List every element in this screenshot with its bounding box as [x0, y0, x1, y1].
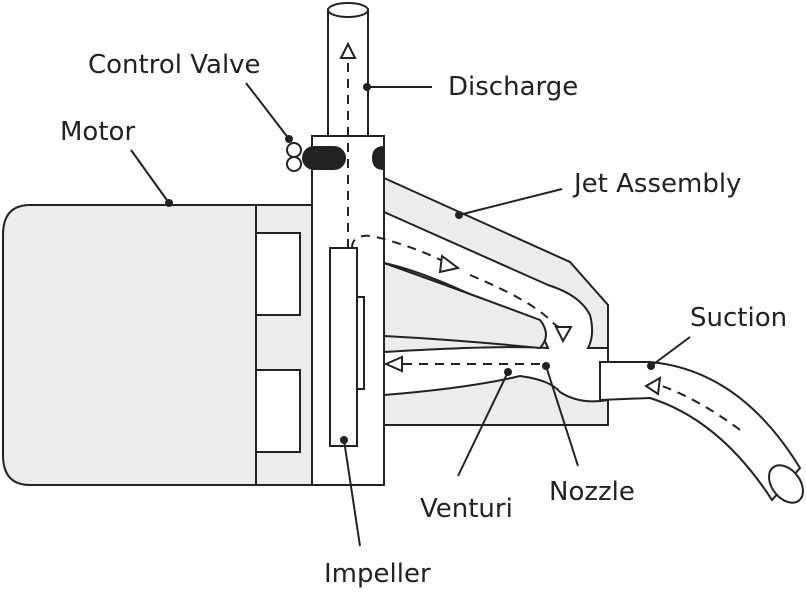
motor-vent-bottom [255, 369, 301, 453]
impeller-hub [356, 296, 365, 390]
discharge-flow-arrow [339, 41, 357, 59]
leader-control-valve [245, 82, 290, 140]
leader-impeller [343, 439, 361, 547]
leader-dot-jet-assembly [455, 211, 463, 219]
leader-dot-discharge [363, 83, 371, 91]
jet-assembly [383, 176, 609, 426]
leader-venturi [457, 371, 509, 477]
label-suction: Suction [690, 303, 787, 333]
control-valve-seal-right [372, 146, 384, 170]
leader-jet-assembly [458, 188, 563, 216]
leader-dot-control-valve [285, 135, 293, 143]
leader-dot-suction [647, 362, 655, 370]
motor-housing [2, 204, 257, 486]
leader-dot-motor [165, 199, 173, 207]
control-valve [286, 142, 384, 172]
venturi-wedge [383, 261, 547, 350]
label-jet-assembly: Jet Assembly [572, 169, 741, 199]
discharge-pipe-opening [327, 2, 369, 18]
suction-hose [599, 361, 804, 504]
suction-flow-arrow [644, 376, 662, 396]
control-valve-seal-left [302, 146, 346, 170]
jet-flow-arrow-1 [438, 254, 461, 274]
discharge-pipe [327, 2, 369, 137]
leader-nozzle [545, 365, 579, 467]
impeller [329, 247, 358, 447]
suction-hose-body [599, 361, 802, 502]
suction-flow-line [661, 385, 741, 431]
label-impeller: Impeller [324, 559, 431, 589]
labels: Control Valve Discharge Motor Jet Assemb… [60, 50, 787, 589]
label-discharge: Discharge [448, 72, 578, 102]
jet-flow-line-1 [351, 234, 446, 263]
leader-dot-impeller [340, 436, 348, 444]
label-venturi: Venturi [420, 494, 513, 524]
label-motor: Motor [60, 117, 135, 147]
motor [2, 204, 332, 486]
motor-vent-top [255, 232, 301, 316]
leader-lines [130, 82, 691, 547]
control-valve-knob-top [286, 142, 302, 158]
label-control-valve: Control Valve [88, 50, 261, 80]
pump-casing [311, 135, 385, 486]
leader-dot-nozzle [542, 362, 550, 370]
flow-paths [339, 41, 741, 431]
control-valve-knob-bottom [286, 156, 302, 172]
suction-hose-opening [768, 464, 804, 504]
leader-suction [650, 336, 691, 367]
jet-flow-arrow-2 [554, 326, 573, 344]
label-nozzle: Nozzle [549, 477, 635, 507]
leader-motor [130, 149, 170, 204]
leader-dot-venturi [504, 368, 512, 376]
return-flow-arrow [383, 355, 403, 373]
